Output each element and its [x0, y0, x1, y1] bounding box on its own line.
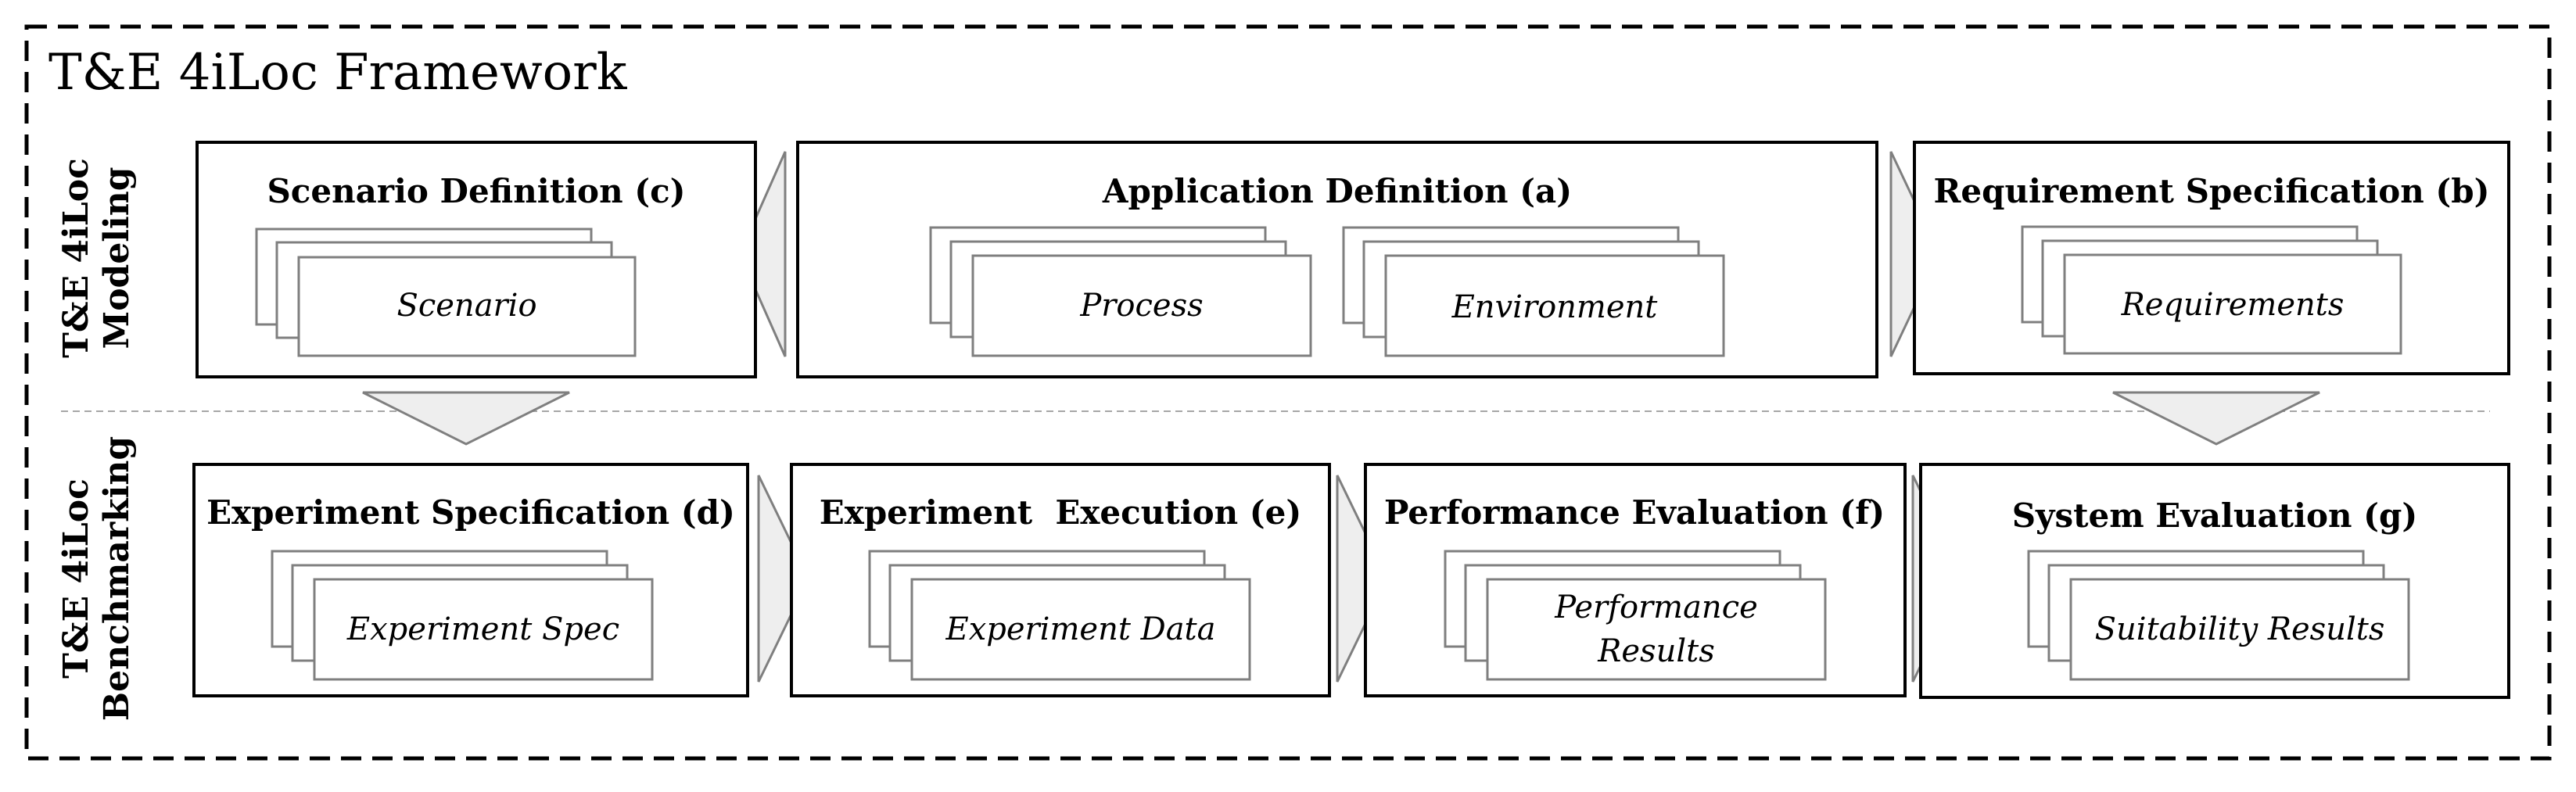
doc-label-process: Process	[1079, 288, 1203, 324]
box-system-evaluation: System Evaluation (g) Suitability Result…	[1919, 463, 2510, 699]
doc-stack-process	[929, 226, 1312, 357]
doc-stack-environment	[1342, 226, 1725, 357]
box-application-definition: Application Definition (a) Process Envir…	[796, 141, 1878, 378]
doc-stack-suitability-results	[2027, 550, 2410, 681]
row-label-modeling-line2: Modeling	[97, 167, 137, 349]
doc-stack-requirements	[2021, 225, 2402, 355]
box-title: Performance Evaluation (f)	[1384, 493, 1885, 532]
box-requirement-specification: Requirement Specification (b) Requiremen…	[1913, 141, 2510, 375]
arrow-application-to-scenario	[738, 151, 787, 357]
doc-label-environment: Environment	[1451, 289, 1659, 325]
doc-label-scenario: Scenario	[396, 288, 536, 324]
framework-title: T&E 4iLoc Framework	[48, 44, 628, 102]
doc-label-requirements: Requirements	[2121, 287, 2345, 323]
row-label-modeling-line1: T&E 4iLoc	[56, 158, 96, 358]
doc-stack-experiment-data	[868, 550, 1251, 681]
box-performance-evaluation: Performance Evaluation (f) Performance R…	[1364, 463, 1907, 697]
doc-label-experiment-spec: Experiment Spec	[346, 611, 619, 647]
box-title: Application Definition (a)	[1102, 172, 1572, 210]
box-experiment-execution: Experiment Execution (e) Experiment Data	[790, 463, 1331, 697]
doc-label-performance: Performance	[1554, 590, 1758, 625]
box-title: Experiment Execution (e)	[820, 493, 1301, 532]
box-scenario-definition: Scenario Definition (c) Scenario	[196, 141, 757, 378]
arrow-requirement-to-system	[2112, 391, 2320, 446]
row-label-benchmarking-line1: T&E 4iLoc	[56, 478, 96, 679]
box-experiment-specification: Experiment Specification (d) Experiment …	[192, 463, 749, 697]
box-title: Requirement Specification (b)	[1934, 172, 2490, 210]
doc-label-suitability-results: Suitability Results	[2095, 611, 2385, 647]
doc-stack-performance-results	[1444, 550, 1827, 681]
arrow-spec-to-execution	[757, 475, 810, 683]
doc-stack-experiment-spec	[271, 550, 654, 681]
framework-frame	[24, 24, 2552, 761]
arrow-scenario-to-experiment-spec	[362, 391, 570, 446]
box-title: Experiment Specification (d)	[206, 493, 735, 532]
doc-label-results: Results	[1597, 633, 1714, 669]
row-label-benchmarking-line2: Benchmarking	[97, 436, 137, 721]
arrow-execution-to-performance	[1336, 475, 1389, 683]
row-label-benchmarking: T&E 4iLoc Benchmarking	[56, 436, 137, 721]
doc-label-experiment-data: Experiment Data	[945, 611, 1216, 647]
box-title: Scenario Definition (c)	[267, 172, 685, 210]
box-title: System Evaluation (g)	[2012, 496, 2418, 535]
row-label-modeling: T&E 4iLoc Modeling	[56, 158, 137, 358]
doc-stack-scenario	[255, 228, 637, 357]
